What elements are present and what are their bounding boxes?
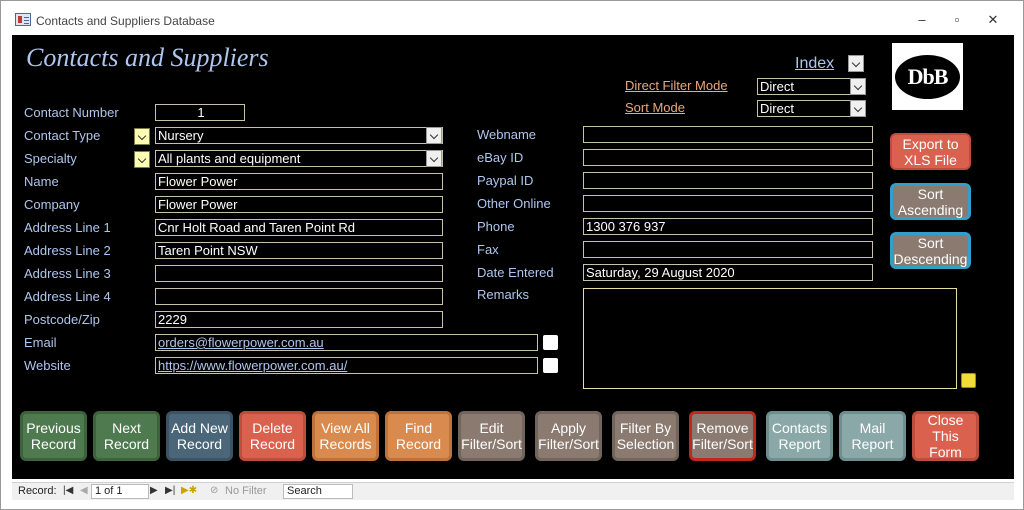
first-record-icon[interactable]: |◀ bbox=[63, 485, 74, 496]
phone-field[interactable]: 1300 376 937 bbox=[583, 218, 873, 235]
form-heading: Contacts and Suppliers bbox=[26, 43, 269, 72]
sort-descending-button[interactable]: Sort Descending bbox=[890, 232, 971, 269]
window-title: Contacts and Suppliers Database bbox=[36, 14, 215, 28]
logo: DbB bbox=[892, 43, 963, 110]
add-new-record-button[interactable]: Add New Record bbox=[166, 411, 233, 461]
contact-number-field[interactable]: 1 bbox=[155, 104, 245, 121]
next-record-icon[interactable]: ▶ bbox=[150, 485, 158, 496]
remarks-label: Remarks bbox=[477, 287, 530, 302]
specialty-chevron-down-icon[interactable] bbox=[426, 150, 442, 167]
address1-field[interactable]: Cnr Holt Road and Taren Point Rd bbox=[155, 219, 443, 236]
access-form-icon bbox=[15, 13, 31, 26]
contacts-form: Contacts and Suppliers Index Direct Filt… bbox=[12, 35, 1014, 479]
next-record-button[interactable]: Next Record bbox=[93, 411, 160, 461]
contact-type-select[interactable]: Nursery bbox=[155, 127, 443, 144]
address2-label: Address Line 2 bbox=[24, 243, 111, 258]
no-filter-label[interactable]: No Filter bbox=[225, 485, 267, 497]
website-field[interactable]: https://www.flowerpower.com.au/ bbox=[155, 357, 538, 374]
paypal-id-label: Paypal ID bbox=[477, 173, 534, 188]
direct-filter-mode-select[interactable]: Direct bbox=[757, 78, 866, 95]
contact-type-label: Contact Type bbox=[24, 128, 101, 143]
remove-filter-sort-button[interactable]: Remove Filter/Sort bbox=[689, 411, 756, 461]
webname-field[interactable] bbox=[583, 126, 873, 143]
logo-text: DbB bbox=[895, 55, 960, 99]
contact-type-chevron-down-icon[interactable] bbox=[426, 127, 442, 144]
fax-field[interactable] bbox=[583, 241, 873, 258]
index-label[interactable]: Index bbox=[795, 55, 835, 72]
address3-label: Address Line 3 bbox=[24, 266, 111, 281]
edit-filter-sort-button[interactable]: Edit Filter/Sort bbox=[458, 411, 525, 461]
close-window-button[interactable]: ✕ bbox=[987, 12, 999, 27]
fax-label: Fax bbox=[477, 242, 499, 257]
search-input[interactable]: Search bbox=[283, 484, 353, 499]
remarks-zoom-button[interactable] bbox=[961, 373, 976, 388]
sort-mode-select[interactable]: Direct bbox=[757, 100, 866, 117]
view-all-records-button[interactable]: View All Records bbox=[312, 411, 379, 461]
close-form-button[interactable]: Close This Form bbox=[912, 411, 979, 461]
company-field[interactable]: Flower Power bbox=[155, 196, 443, 213]
minimize-button[interactable]: – bbox=[918, 12, 926, 27]
paypal-id-field[interactable] bbox=[583, 172, 873, 189]
phone-label: Phone bbox=[477, 219, 515, 234]
email-field[interactable]: orders@flowerpower.com.au bbox=[155, 334, 538, 351]
export-xls-button[interactable]: Export to XLS File bbox=[890, 133, 971, 170]
specialty-filter-button[interactable] bbox=[134, 151, 150, 168]
name-field[interactable]: Flower Power bbox=[155, 173, 443, 190]
other-online-label: Other Online bbox=[477, 196, 551, 211]
title-bar: Contacts and Suppliers Database – ▫ ✕ bbox=[1, 1, 1023, 35]
postcode-field[interactable]: 2229 bbox=[155, 311, 443, 328]
postcode-label: Postcode/Zip bbox=[24, 312, 100, 327]
contact-number-label: Contact Number bbox=[24, 105, 119, 120]
restore-button[interactable]: ▫ bbox=[954, 12, 960, 27]
website-label: Website bbox=[24, 358, 71, 373]
mail-report-button[interactable]: Mail Report bbox=[839, 411, 906, 461]
record-position-input[interactable]: 1 of 1 bbox=[91, 484, 149, 499]
previous-record-icon[interactable]: ◀ bbox=[80, 485, 88, 496]
other-online-field[interactable] bbox=[583, 195, 873, 212]
sort-mode-chevron-down-icon[interactable] bbox=[850, 100, 866, 117]
contact-type-filter-button[interactable] bbox=[134, 128, 150, 145]
date-entered-label: Date Entered bbox=[477, 265, 554, 280]
address3-field[interactable] bbox=[155, 265, 443, 282]
index-dropdown-button[interactable] bbox=[848, 55, 864, 72]
record-navigation-bar: Record: |◀ ◀ 1 of 1 ▶ ▶| ▶✱ ⊘ No Filter … bbox=[12, 482, 1014, 500]
delete-record-button[interactable]: Delete Record bbox=[239, 411, 306, 461]
email-label: Email bbox=[24, 335, 57, 350]
company-label: Company bbox=[24, 197, 80, 212]
apply-filter-sort-button[interactable]: Apply Filter/Sort bbox=[535, 411, 602, 461]
address4-label: Address Line 4 bbox=[24, 289, 111, 304]
specialty-select[interactable]: All plants and equipment bbox=[155, 150, 443, 167]
specialty-label: Specialty bbox=[24, 151, 77, 166]
sort-mode-label[interactable]: Sort Mode bbox=[625, 100, 685, 115]
last-record-icon[interactable]: ▶| bbox=[165, 485, 176, 496]
filter-by-selection-button[interactable]: Filter By Selection bbox=[612, 411, 679, 461]
record-label: Record: bbox=[18, 485, 57, 497]
address1-label: Address Line 1 bbox=[24, 220, 111, 235]
previous-record-button[interactable]: Previous Record bbox=[20, 411, 87, 461]
sort-ascending-button[interactable]: Sort Ascending bbox=[890, 183, 971, 220]
direct-filter-mode-label[interactable]: Direct Filter Mode bbox=[625, 78, 728, 93]
address4-field[interactable] bbox=[155, 288, 443, 305]
contacts-report-button[interactable]: Contacts Report bbox=[766, 411, 833, 461]
direct-filter-chevron-down-icon[interactable] bbox=[850, 78, 866, 95]
direct-filter-mode-value: Direct bbox=[760, 79, 794, 94]
webname-label: Webname bbox=[477, 127, 537, 142]
address2-field[interactable]: Taren Point NSW bbox=[155, 242, 443, 259]
email-checkbox[interactable] bbox=[543, 335, 558, 350]
find-record-button[interactable]: Find Record bbox=[385, 411, 452, 461]
no-filter-icon: ⊘ bbox=[210, 485, 219, 496]
ebay-id-field[interactable] bbox=[583, 149, 873, 166]
name-label: Name bbox=[24, 174, 59, 189]
remarks-textarea[interactable] bbox=[583, 288, 957, 389]
ebay-id-label: eBay ID bbox=[477, 150, 524, 165]
sort-mode-value: Direct bbox=[760, 101, 794, 116]
website-checkbox[interactable] bbox=[543, 358, 558, 373]
date-entered-field[interactable]: Saturday, 29 August 2020 bbox=[583, 264, 873, 281]
new-record-icon[interactable]: ▶✱ bbox=[181, 485, 198, 496]
